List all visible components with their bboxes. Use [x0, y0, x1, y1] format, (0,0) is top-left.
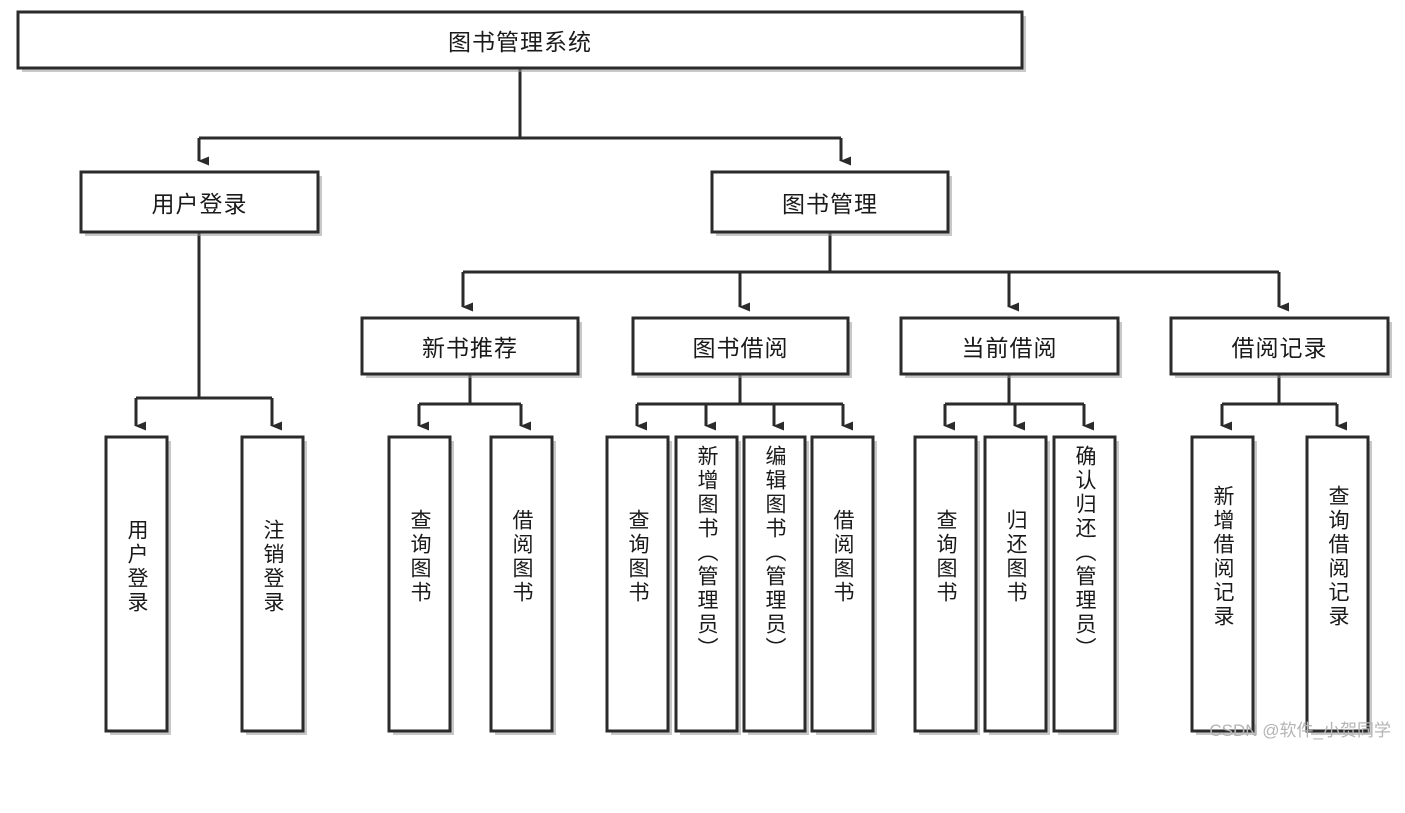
leaf-box[interactable]	[387, 435, 454, 735]
leaf-box[interactable]	[240, 435, 307, 735]
connector-bookborrow-to-leaves	[635, 374, 853, 431]
connector-newbook-to-leaves	[417, 374, 531, 431]
leaf-box[interactable]	[489, 435, 556, 735]
node-root-system[interactable]	[16, 10, 1026, 72]
leaf-box[interactable]	[983, 435, 1050, 735]
watermark-label: CSDN @软件_小贺同学	[1209, 721, 1391, 740]
leaf-box[interactable]	[605, 435, 672, 735]
node-current-borrow[interactable]	[899, 316, 1122, 378]
leaf-box[interactable]	[1190, 435, 1257, 735]
leaf-box[interactable]	[104, 435, 171, 735]
node-book-borrow[interactable]	[631, 316, 852, 378]
connector-bookmgmt-to-level3	[461, 232, 1289, 312]
leaf-box[interactable]	[1052, 435, 1119, 735]
flowchart-svg	[16, 10, 1392, 735]
node-new-book-recommend[interactable]	[360, 316, 582, 378]
leaf-box[interactable]	[674, 435, 741, 735]
leaf-box[interactable]	[1305, 435, 1372, 735]
connector-currentborrow-to-leaves	[943, 374, 1094, 431]
connector-userlogin-to-leaves	[134, 232, 282, 431]
leaf-box[interactable]	[913, 435, 980, 735]
leaf-box[interactable]	[742, 435, 809, 735]
node-user-login[interactable]	[79, 170, 322, 236]
node-borrow-record[interactable]	[1169, 316, 1392, 378]
connector-borrowrecord-to-leaves	[1220, 374, 1347, 431]
leaf-box[interactable]	[810, 435, 877, 735]
flowchart-canvas: 图书管理系统 用户登录 图书管理 新书推荐 图书借阅 当前借阅 借阅记录 用户登…	[16, 10, 1392, 740]
connector-root-to-level2	[197, 68, 851, 166]
node-book-management[interactable]	[710, 170, 952, 236]
